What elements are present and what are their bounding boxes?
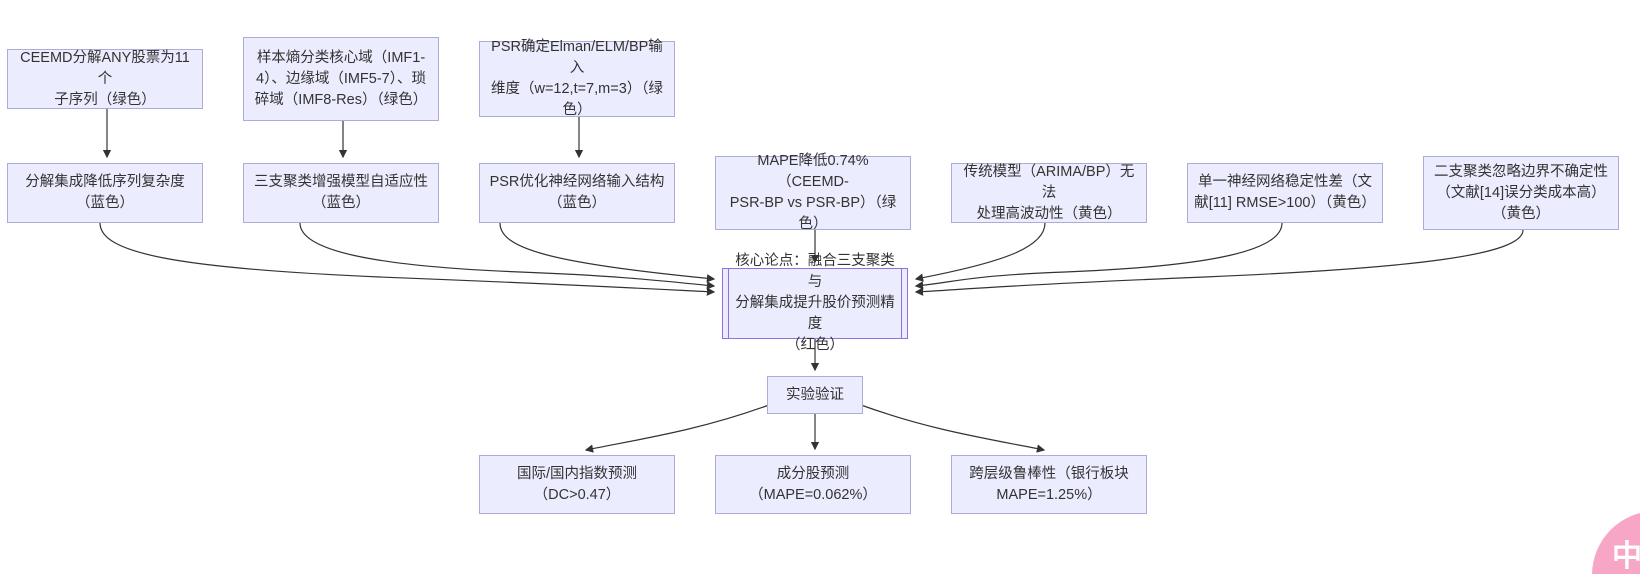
node-psr-input-dimension: PSR确定Elman/ELM/BP输入 维度（w=12,t=7,m=3）（绿 色…	[479, 39, 675, 118]
edge-psropt-to-core	[499, 222, 716, 283]
node-two-way-clustering-limitation: 二支聚类忽略边界不确定性 （文献[14]误分类成本高） （黄色）	[1423, 156, 1619, 230]
node-cross-level-robustness: 跨层级鲁棒性（银行板块 MAPE=1.25%）	[951, 455, 1147, 514]
node-three-way-clustering-adaptivity: 三支聚类增强模型自适应性 （蓝色）	[243, 163, 439, 223]
node-traditional-model-limitation: 传统模型（ARIMA/BP）无法 处理高波动性（黄色）	[951, 163, 1147, 223]
edge-threeway-to-core	[299, 222, 716, 290]
node-experimental-validation: 实验验证	[767, 376, 863, 414]
edge-decomp-to-core	[99, 222, 716, 296]
edge-singlenn-to-core	[914, 222, 1283, 290]
node-psr-optimizes-input-structure: PSR优化神经网络输入结构 （蓝色）	[479, 163, 675, 223]
subroutine-side-line-right	[901, 269, 902, 338]
node-decomposition-reduces-complexity: 分解集成降低序列复杂度 （蓝色）	[7, 163, 203, 223]
node-single-network-instability: 单一神经网络稳定性差（文 献[11] RMSE>100）（黄色）	[1187, 163, 1383, 223]
node-constituent-stock-prediction: 成分股预测 （MAPE=0.062%）	[715, 455, 911, 514]
translate-toggle-label: 中A	[1612, 540, 1640, 573]
core-thesis-label: 核心论点：融合三支聚类与 分解集成提升股价预测精度 （红色）	[735, 253, 895, 353]
node-sample-entropy-classification: 样本熵分类核心域（IMF1- 4）、边缘域（IMF5-7）、琐 碎域（IMF8-…	[243, 37, 439, 121]
node-core-thesis: 核心论点：融合三支聚类与 分解集成提升股价预测精度 （红色）	[722, 253, 908, 353]
edge-twoway-to-core	[914, 229, 1524, 296]
subroutine-side-line-left	[728, 269, 729, 338]
edge-experiment-to-robustness	[860, 404, 1046, 453]
translate-toggle-button[interactable]: 中A	[1592, 511, 1640, 574]
edge-traditional-to-core	[914, 222, 1046, 282]
node-mape-reduction: MAPE降低0.74%（CEEMD- PSR-BP vs PSR-BP）（绿 色…	[715, 153, 911, 232]
edge-experiment-to-indexpred	[584, 404, 770, 453]
node-index-prediction: 国际/国内指数预测 （DC>0.47）	[479, 455, 675, 514]
node-ceemd-decomposition: CEEMD分解ANY股票为11个 子序列（绿色）	[7, 49, 203, 109]
